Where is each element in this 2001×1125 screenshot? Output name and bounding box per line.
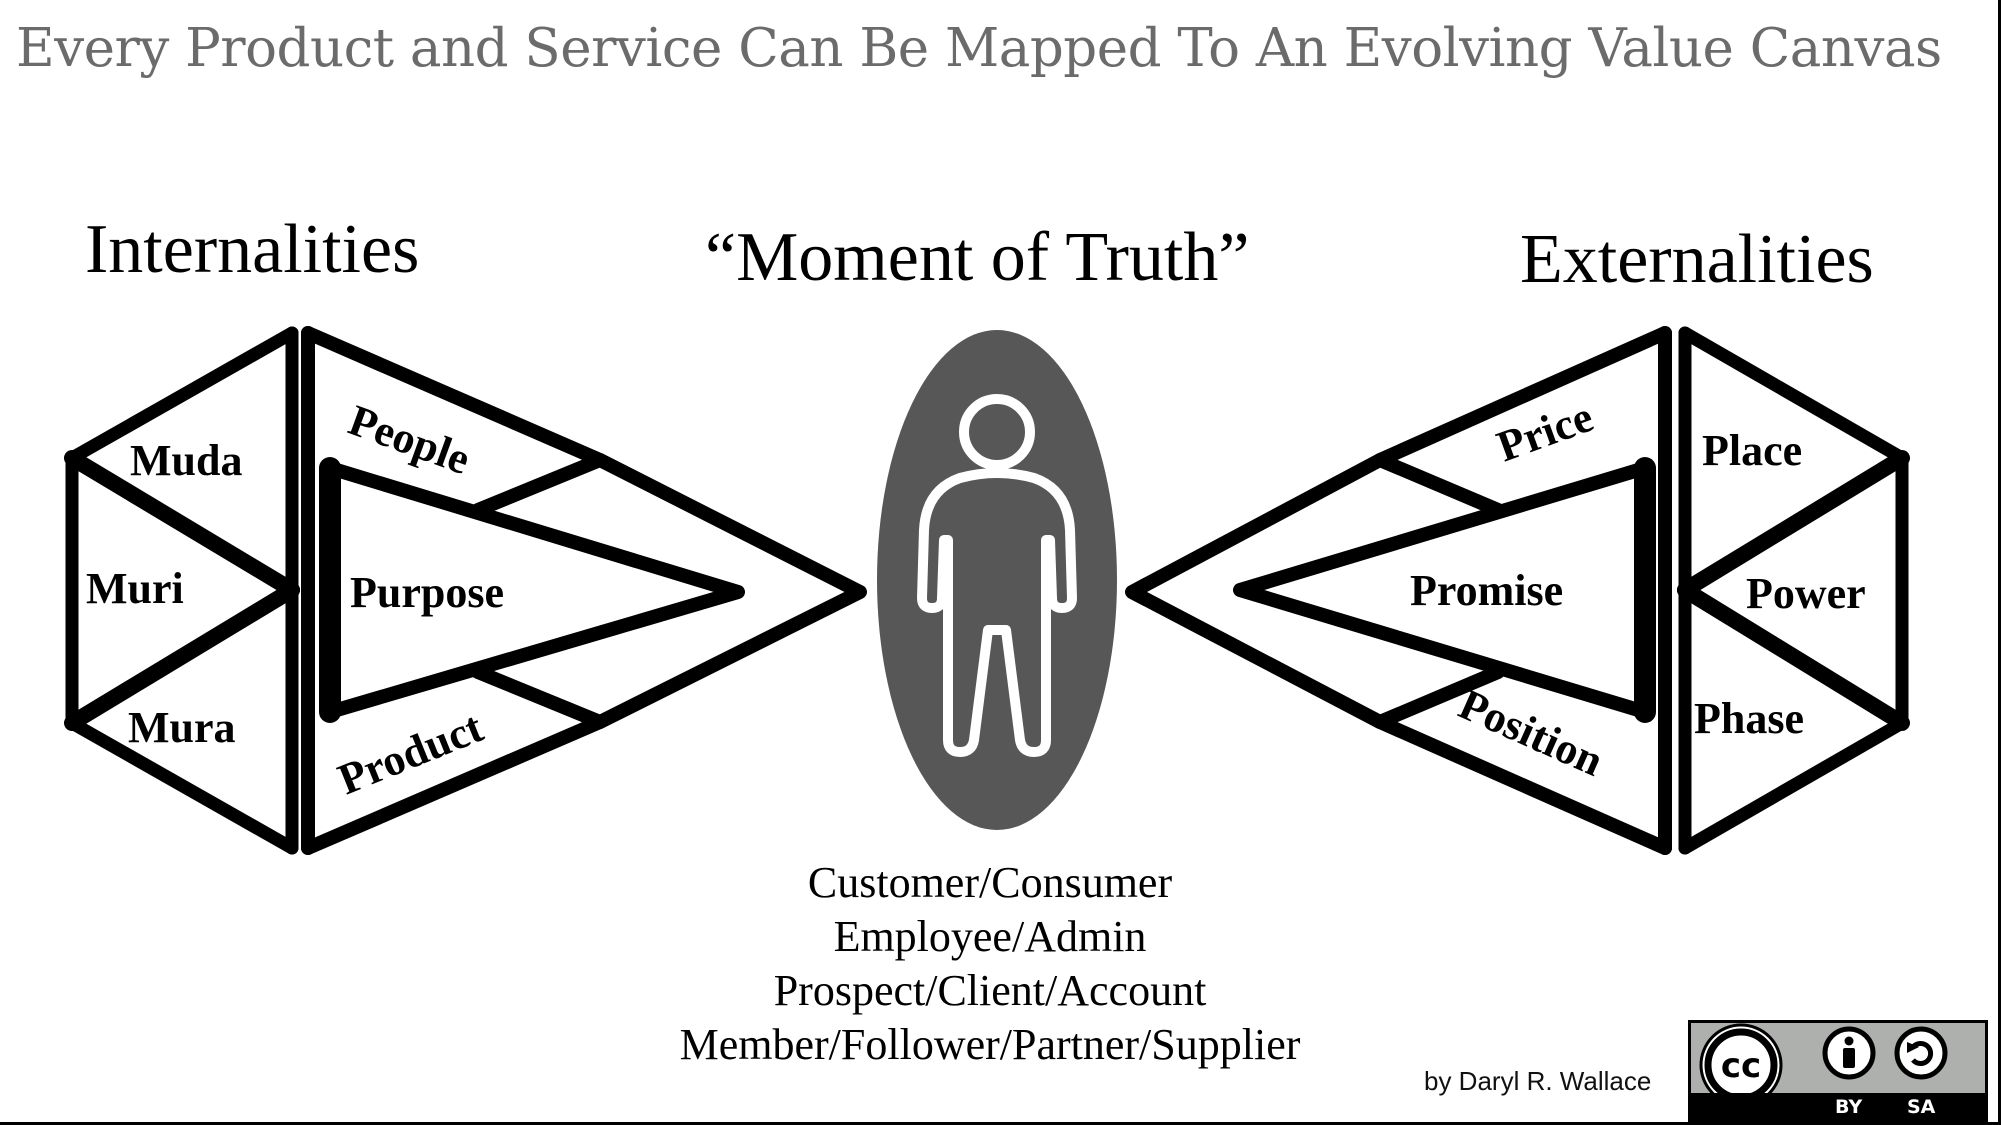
license-icons: cc (1699, 1023, 1948, 1107)
externalities-group (1125, 326, 1910, 855)
share-alike-icon (1894, 1026, 1948, 1080)
license-sa-label: SA (1907, 1096, 1936, 1118)
internalities-heading: Internalities (85, 211, 420, 288)
attribution-icon (1822, 1026, 1876, 1080)
product-wedge (301, 665, 607, 855)
muri-label: Muri (86, 564, 184, 613)
internalities-group (64, 326, 867, 855)
audience-line: Prospect/Client/Account (773, 966, 1207, 1015)
audience-line: Customer/Consumer (807, 858, 1173, 907)
audience-line: Employee/Admin (833, 912, 1147, 961)
promise-label: Promise (1410, 566, 1563, 615)
person-icon (917, 394, 1077, 757)
license-badge[interactable]: cc BY SA (1688, 1020, 1988, 1122)
externalities-heading: Externalities (1520, 221, 1874, 298)
license-by-label: BY (1835, 1096, 1863, 1118)
audience-line: Member/Follower/Partner/Supplier (679, 1020, 1301, 1069)
audience-list: Customer/Consumer Employee/Admin Prospec… (590, 856, 1390, 1072)
muda-label: Muda (130, 436, 242, 485)
phase-label: Phase (1694, 694, 1804, 743)
power-label: Power (1746, 569, 1866, 618)
purpose-label: Purpose (350, 568, 504, 617)
position-wedge (1373, 665, 1672, 855)
mura-label: Mura (128, 703, 236, 752)
page-title: Every Product and Service Can Be Mapped … (16, 18, 1942, 79)
moment-of-truth-heading: “Moment of Truth” (705, 219, 1250, 296)
svg-text:cc: cc (1721, 1046, 1761, 1086)
author-credit: by Daryl R. Wallace (1424, 1066, 1652, 1096)
license-bar: BY SA (1691, 1093, 1985, 1119)
place-label: Place (1702, 426, 1802, 475)
creative-commons-icon: cc (1699, 1023, 1783, 1107)
product-label: Product (331, 702, 489, 804)
person-oval (877, 330, 1117, 830)
